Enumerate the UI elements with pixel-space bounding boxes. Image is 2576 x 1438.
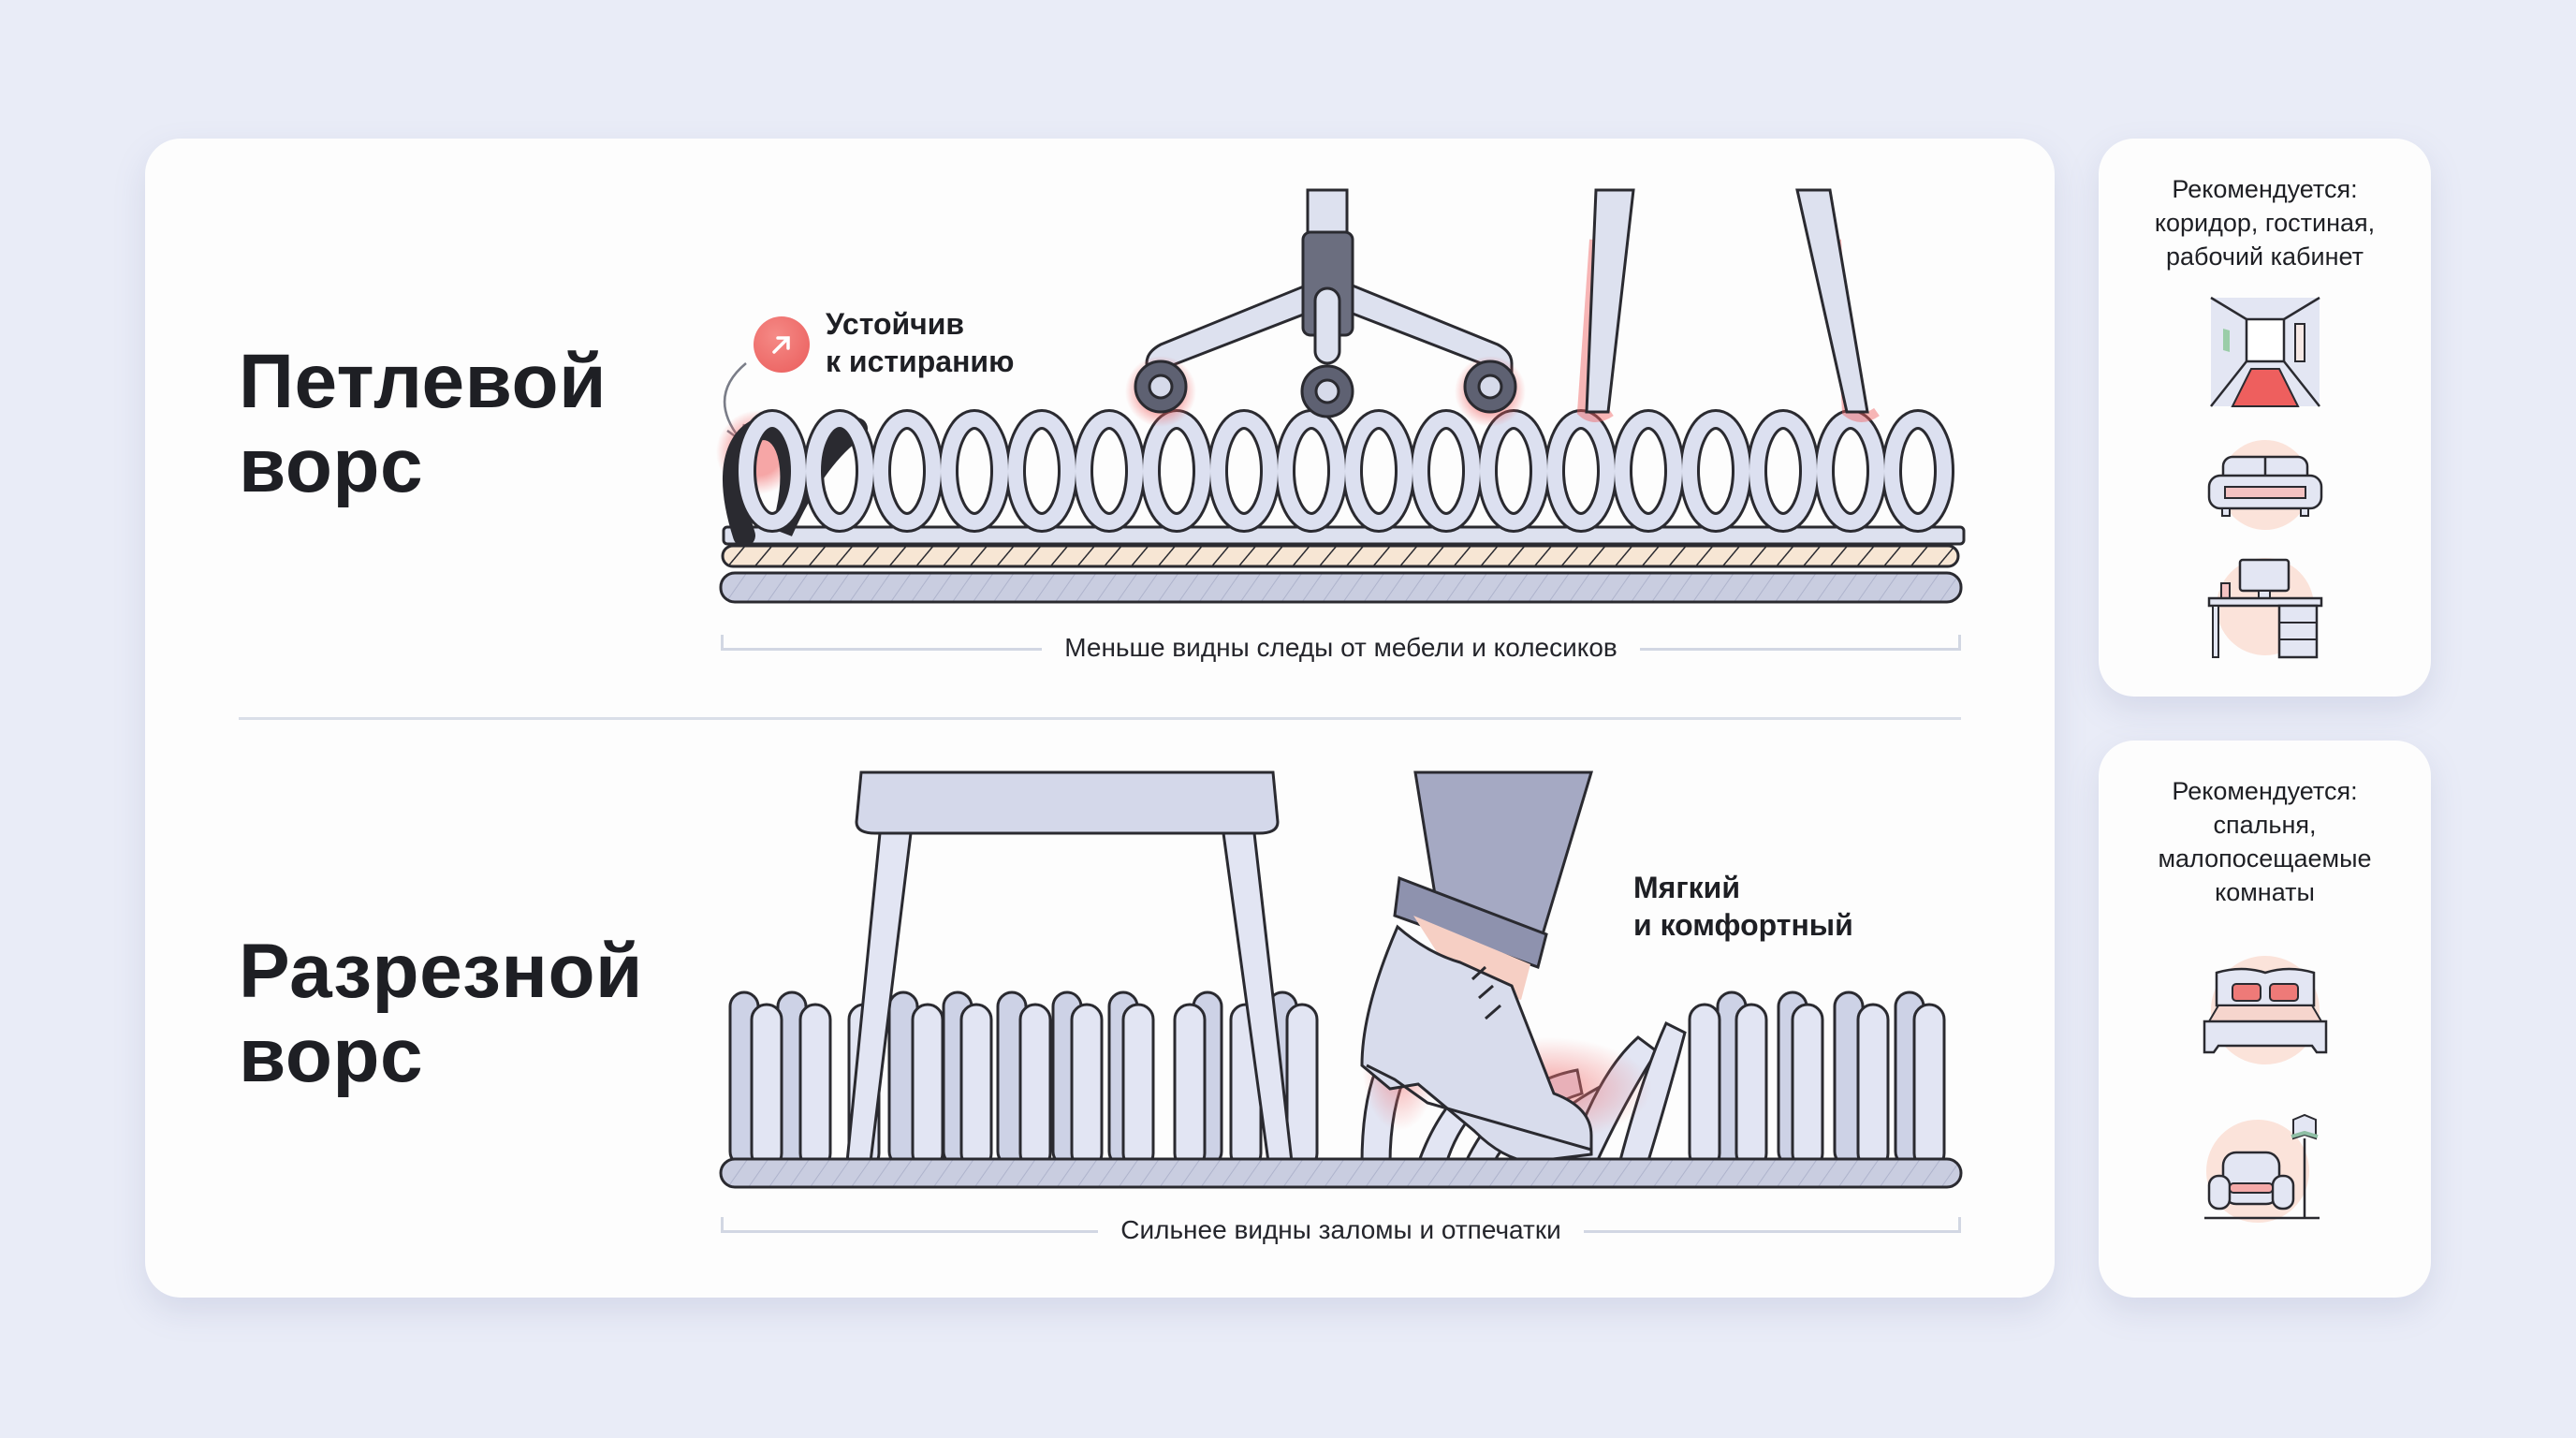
hallway-icon (2209, 296, 2320, 407)
bed-icon (2203, 956, 2327, 1064)
office-chair-base-icon (1125, 188, 1526, 427)
stool-icon (845, 770, 1294, 1164)
soft-comfort-callout: Мягкий и комфортный (1633, 869, 1853, 944)
rec-line2: коридор, гостиная, (2154, 209, 2376, 237)
rec-line1: Рекомендуется: (2172, 777, 2358, 805)
carpet-backing (721, 544, 1960, 568)
pile-comparison-card: Петлевой ворс (145, 139, 2055, 1298)
recommendation-text: Рекомендуется: коридор, гостиная, рабочи… (2099, 172, 2431, 273)
callout-line2: и комфортный (1633, 908, 1853, 942)
chair-legs-icon (1576, 188, 1880, 422)
recommendation-card-cut: Рекомендуется: спальня, малопосещаемые к… (2099, 741, 2431, 1298)
rec-line3: малопосещаемые (2158, 844, 2372, 873)
cut-pile-title-line1: Разрезной (239, 929, 643, 1014)
loop-pile-illustration (716, 188, 1966, 604)
rec-line4: комнаты (2215, 878, 2315, 906)
wear-resistant-callout: Устойчив к истиранию (826, 305, 1014, 380)
cut-carpet-base (719, 1157, 1963, 1189)
rec-line3: рабочий кабинет (2165, 242, 2364, 271)
carpet-base (719, 571, 1963, 604)
recommendation-text: Рекомендуется: спальня, малопосещаемые к… (2099, 774, 2431, 909)
loop-pile-title-line2: ворс (239, 423, 424, 508)
callout-line1: Мягкий (1633, 871, 1741, 904)
foot-shoe-icon (1360, 770, 1594, 1164)
cut-pile-illustration (719, 770, 1963, 1189)
desk-computer-icon (2207, 558, 2322, 659)
loop-pile-title-line1: Петлевой (239, 339, 607, 424)
loop-pile-caption: Меньше видны следы от мебели и колесиков (721, 633, 1961, 663)
cut-pile-caption-text: Сильнее видны заломы и отпечатки (1098, 1215, 1584, 1244)
cut-pile-title: Разрезной ворс (239, 930, 643, 1098)
callout-line1: Устойчив (826, 307, 965, 341)
rec-line1: Рекомендуется: (2172, 175, 2358, 203)
cut-pile-title-line2: ворс (239, 1013, 424, 1098)
armchair-lamp-icon (2203, 1113, 2320, 1223)
cut-pile-caption: Сильнее видны заломы и отпечатки (721, 1215, 1961, 1245)
callout-line2: к истиранию (826, 345, 1015, 378)
sofa-icon (2207, 440, 2322, 530)
loop-pile-caption-text: Меньше видны следы от мебели и колесиков (1042, 633, 1640, 662)
rec-line2: спальня, (2213, 811, 2317, 839)
loop-pile-title: Петлевой ворс (239, 340, 607, 508)
recommendation-card-loop: Рекомендуется: коридор, гостиная, рабочи… (2099, 139, 2431, 697)
section-divider (239, 717, 1961, 720)
arrow-up-right-icon (754, 316, 810, 373)
